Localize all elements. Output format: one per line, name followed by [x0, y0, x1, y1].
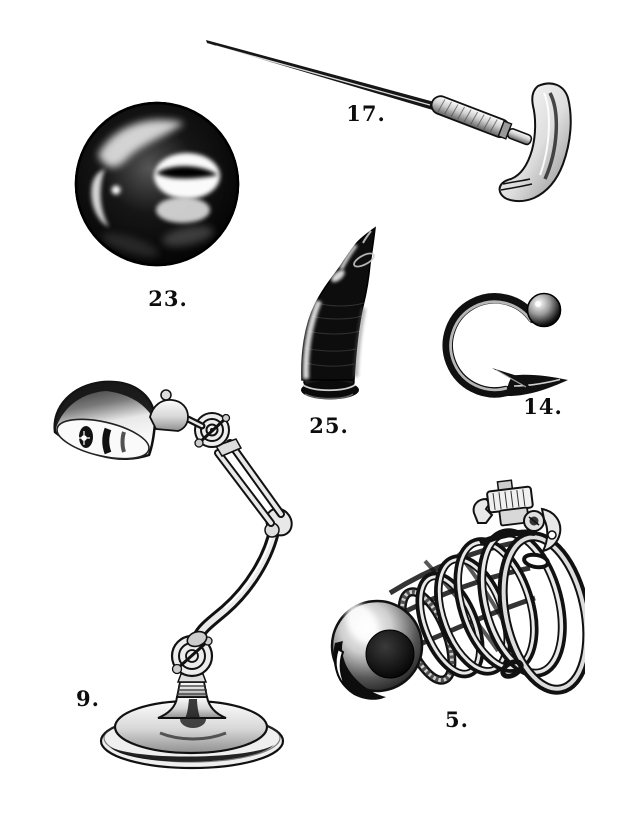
t-handle	[498, 82, 572, 203]
figure-ring-cage-device	[330, 473, 585, 708]
articulated-desk-lamp-illustration	[53, 380, 293, 770]
figure-articulated-desk-lamp	[50, 375, 300, 775]
figure-label-14: 14.	[523, 394, 563, 419]
polished-black-sphere-illustration	[74, 101, 240, 267]
t-handle-needle-tool-illustration	[206, 40, 572, 203]
figure-label-25: 25.	[309, 413, 349, 438]
ring-cage-device-illustration	[330, 479, 585, 700]
figure-bullet-cartridge	[292, 213, 392, 408]
lamp-upper-arm	[214, 439, 293, 538]
hook-ball-end	[526, 292, 562, 328]
lamp-column	[157, 673, 227, 719]
hook-point-and-barb	[492, 368, 568, 397]
figure-label-5: 5.	[445, 707, 469, 732]
figure-label-23: 23.	[148, 286, 188, 311]
ball-tip-hook-illustration	[442, 292, 568, 398]
lamp-shoulder-joint	[194, 412, 243, 457]
lamp-shade	[53, 380, 206, 460]
shade-socket	[149, 399, 189, 432]
figure-t-handle-needle-tool	[200, 30, 585, 205]
bullet-cartridge-illustration	[301, 226, 376, 400]
figure-ball-tip-hook	[440, 283, 580, 408]
needle-shaft	[206, 40, 438, 111]
cartridge-body	[301, 226, 376, 381]
figure-label-9: 9.	[76, 686, 100, 711]
figure-label-17: 17.	[346, 101, 386, 126]
cage-dome-cap	[330, 599, 424, 700]
lamp-base	[99, 699, 285, 770]
knurled-ferrule	[430, 95, 533, 146]
cage-lock-assembly	[472, 479, 562, 553]
sphere-reflections	[91, 119, 220, 257]
hook-shank	[442, 293, 539, 398]
figure-polished-black-sphere	[70, 93, 245, 278]
lamp-lower-arm	[186, 521, 281, 648]
